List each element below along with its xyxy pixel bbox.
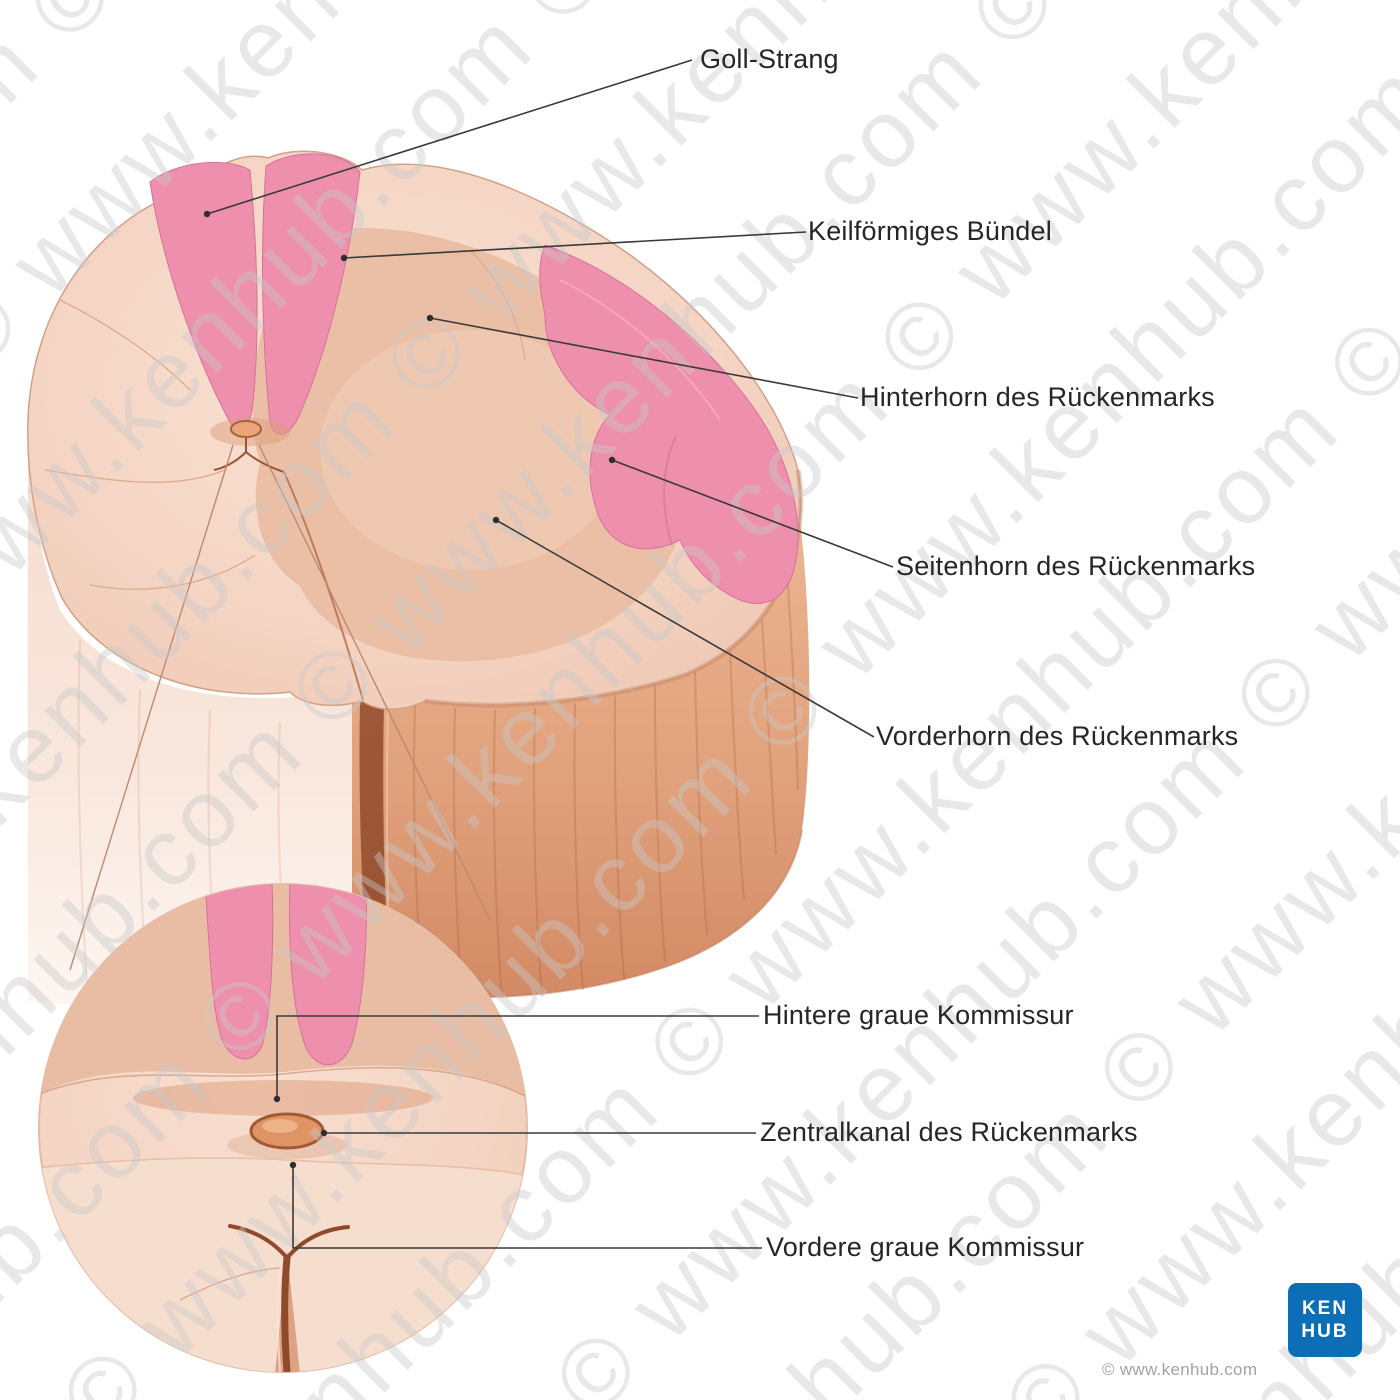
spinal-cord-cross-section [27,150,804,710]
guide-lines [69,444,491,971]
surface-cracks [44,249,526,590]
kenhub-logo-text-top: KEN [1301,1298,1349,1319]
label-goll-strang: Goll-Strang [700,44,839,74]
label-keilfoermiges-buendel: Keilförmiges Bündel [808,216,1052,246]
leader-dots [203,210,616,1169]
kenhub-logo-text-bottom: HUB [1301,1321,1349,1342]
label-hinterhorn: Hinterhorn des Rückenmarks [860,382,1215,412]
posterior-horn-region [539,244,799,604]
cuneate-fasciculus-shape [262,153,361,435]
inset-pink-right [289,884,367,1066]
central-canal [210,418,364,701]
label-seitenhorn: Seitenhorn des Rückenmarks [896,551,1256,581]
label-hintere-kommissur: Hintere graue Kommissur [763,1000,1074,1030]
copyright-text: © www.kenhub.com [1102,1360,1258,1379]
cylinder-left-body [28,420,352,1004]
anterior-gray-commissure [228,1224,350,1372]
goll-fasciculus-shape [149,161,258,433]
label-vorderhorn: Vorderhorn des Rückenmarks [876,721,1239,751]
label-zentralkanal: Zentralkanal des Rückenmarks [760,1117,1138,1147]
label-vordere-kommissur: Vordere graue Kommissur [766,1232,1085,1262]
cylinder-right-side [352,520,810,999]
inset-pink-left [204,884,274,1060]
kenhub-logo: KEN HUB [1288,1283,1362,1357]
magnifier-circle [38,883,528,1373]
posterior-gray-commissure [133,1080,433,1116]
